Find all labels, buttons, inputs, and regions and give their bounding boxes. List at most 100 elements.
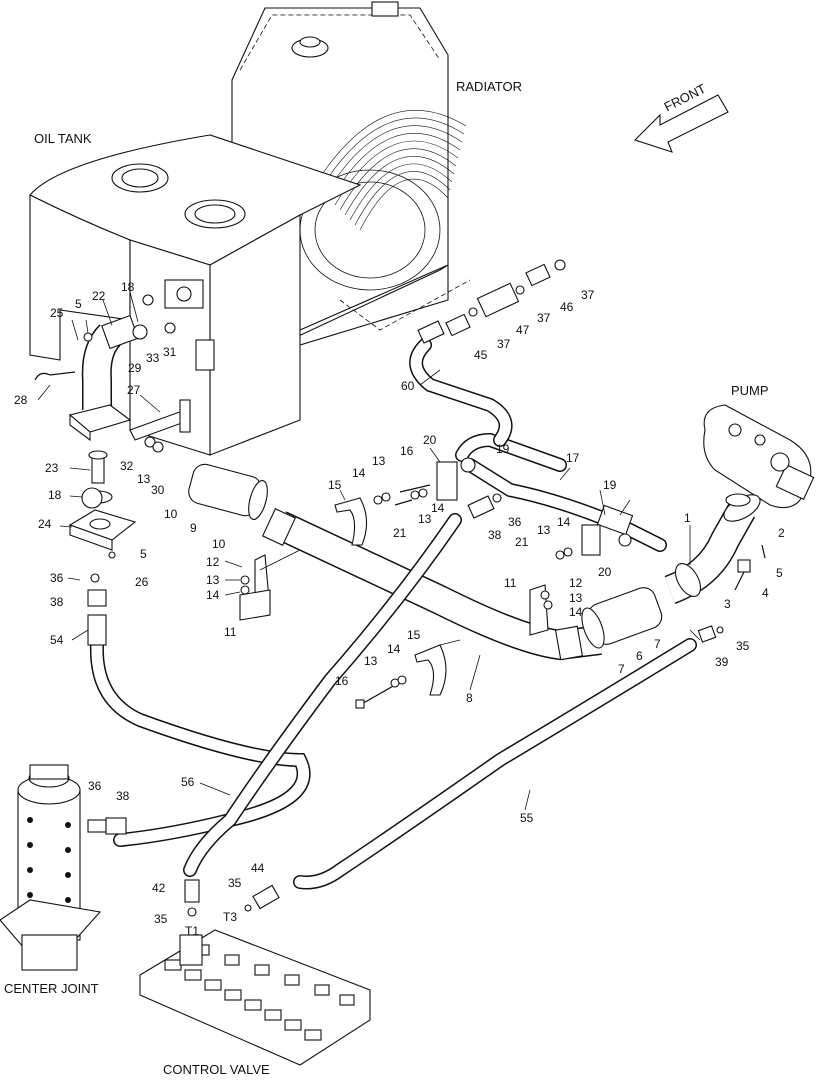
callout: 13 [206, 573, 220, 587]
block-20 [436, 461, 601, 556]
fittings-center-joint [87, 817, 127, 835]
pump-drawing [703, 404, 815, 509]
callout: 5 [140, 547, 147, 561]
callout: 37 [581, 288, 595, 302]
callout: 28 [14, 393, 28, 407]
callout: 36 [50, 571, 64, 585]
front-arrow [633, 94, 729, 153]
callout: 35 [228, 876, 242, 890]
callout: 6 [636, 649, 643, 663]
callout: 19 [496, 442, 510, 456]
callout: 20 [423, 433, 437, 447]
callout: 15 [328, 478, 342, 492]
callout: 45 [474, 348, 488, 362]
port-label-t1: T1 [185, 924, 200, 938]
control-valve-drawing [139, 929, 371, 1066]
callout: 17 [566, 451, 580, 465]
callout: 11 [504, 576, 517, 590]
callout: 35 [154, 912, 168, 926]
bolts-16 [355, 484, 431, 709]
callout: 14 [206, 588, 220, 602]
fittings-control-valve [184, 879, 280, 917]
hose-55 [293, 638, 697, 890]
hose-sleeve-6 [581, 587, 663, 649]
radiator-label: RADIATOR [456, 79, 522, 94]
callout: 37 [497, 337, 511, 351]
callout: 14 [557, 515, 571, 529]
callout: 29 [128, 361, 142, 375]
callout: 31 [163, 345, 177, 359]
callout: 11 [224, 625, 237, 639]
suction-pipe-8 [261, 508, 602, 661]
callout: 2 [778, 526, 785, 540]
callout: 56 [181, 775, 195, 789]
callout: 13 [537, 523, 551, 537]
callout: 33 [146, 351, 160, 365]
fitting-39 [697, 625, 724, 643]
clamp-15-bottom [414, 644, 447, 696]
callout: 5 [75, 297, 82, 311]
callout: 39 [715, 655, 729, 669]
tank-outlet-elbow-22 [81, 314, 139, 410]
callout: 37 [537, 311, 551, 325]
callout: 25 [50, 306, 64, 320]
callout: 13 [372, 454, 386, 468]
callout: 35 [736, 639, 750, 653]
callout: 30 [151, 483, 165, 497]
port-label-t3: T3 [223, 910, 238, 924]
callout: 5 [776, 566, 783, 580]
callout: 16 [400, 444, 414, 458]
pump-label: PUMP [731, 383, 769, 398]
washers [81, 324, 573, 688]
callout: 55 [520, 811, 534, 825]
leader-lines [37, 291, 701, 811]
callout: 14 [569, 605, 583, 619]
callout: 22 [92, 289, 106, 303]
callout: 16 [335, 674, 349, 688]
callout: 46 [560, 300, 574, 314]
callout: 12 [569, 576, 583, 590]
callout: 38 [488, 528, 502, 542]
bolt-28 [34, 371, 76, 381]
callout: 13 [137, 472, 151, 486]
callout: 14 [352, 466, 366, 480]
callout: 9 [190, 521, 197, 535]
callout: 4 [762, 586, 769, 600]
callout: 32 [120, 459, 134, 473]
clamp-15-top [334, 497, 368, 546]
callout: 20 [598, 565, 612, 579]
callout: 36 [508, 515, 522, 529]
callout: 13 [364, 654, 378, 668]
center-joint-drawing [0, 764, 102, 971]
callout: 26 [135, 575, 149, 589]
callout: 54 [50, 633, 64, 647]
hose-sleeve-9 [188, 463, 268, 520]
callout: 12 [206, 555, 220, 569]
center-joint-label: CENTER JOINT [4, 981, 99, 996]
callout: 44 [251, 861, 265, 875]
callout: 19 [603, 478, 617, 492]
fitting-38-center [467, 493, 502, 519]
callout: 18 [121, 280, 135, 294]
callout: 13 [418, 512, 432, 526]
oil-tank-label: OIL TANK [34, 131, 92, 146]
callout: 13 [569, 591, 583, 605]
callout: 7 [618, 662, 625, 676]
callout: 36 [88, 779, 102, 793]
callout: 24 [38, 517, 52, 531]
bracket-11-left [239, 554, 271, 621]
callout: 23 [45, 461, 59, 475]
flange-24 [68, 509, 137, 551]
pump-bolts [725, 493, 766, 591]
callout: 38 [50, 595, 64, 609]
callout: 3 [724, 597, 731, 611]
callout: 14 [387, 642, 401, 656]
bracket-27 [129, 399, 191, 441]
callout: 21 [393, 526, 407, 540]
callout: 1 [684, 511, 691, 525]
callout: 7 [654, 637, 661, 651]
callout: 15 [407, 628, 421, 642]
callout: 18 [48, 488, 62, 502]
pump-elbow-1 [664, 494, 761, 605]
